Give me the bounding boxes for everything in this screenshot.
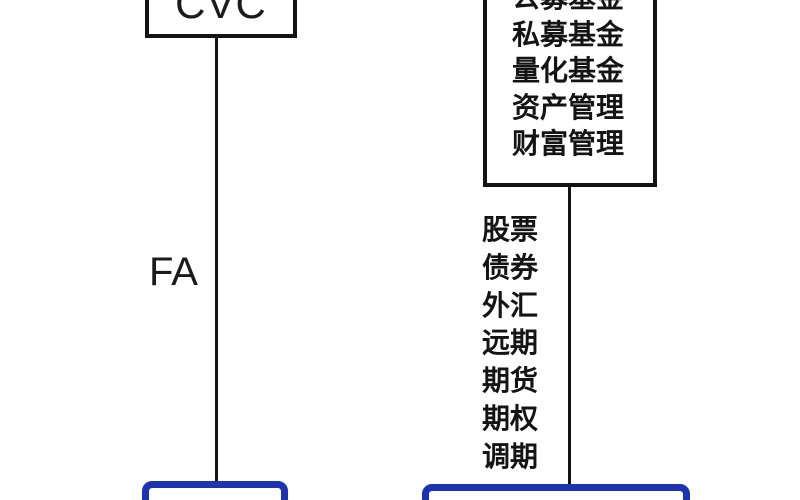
service-item-quant-funds: 量化基金 bbox=[511, 55, 624, 87]
services-list: 公募基金 私募基金 量化基金 资产管理 财富管理 bbox=[487, 0, 653, 163]
service-item-asset-management: 资产管理 bbox=[511, 91, 624, 123]
services-node-box: 公募基金 私募基金 量化基金 资产管理 财富管理 bbox=[483, 0, 657, 187]
instrument-item-swaps: 调期 bbox=[482, 440, 539, 472]
service-item-private-funds: 私募基金 bbox=[511, 18, 624, 50]
cvc-node-box: CVC bbox=[145, 0, 297, 38]
bottom-left-result-box bbox=[142, 481, 288, 500]
instrument-item-forex: 外汇 bbox=[482, 289, 539, 321]
instrument-item-options: 期权 bbox=[482, 402, 539, 434]
right-connector-line bbox=[568, 187, 571, 485]
instruments-list: 股票 债券 外汇 远期 期货 期权 调期 bbox=[482, 211, 538, 476]
left-connector-line bbox=[215, 36, 218, 483]
bottom-right-result-box bbox=[422, 484, 690, 500]
instrument-item-stocks: 股票 bbox=[482, 214, 539, 245]
service-item-public-funds: 公募基金 bbox=[489, 0, 647, 17]
instrument-item-futures: 期货 bbox=[482, 365, 539, 397]
cvc-node-label: CVC bbox=[175, 0, 267, 27]
service-item-wealth-management: 财富管理 bbox=[511, 128, 624, 160]
instrument-item-bonds: 债券 bbox=[482, 251, 539, 283]
fa-edge-label: FA bbox=[149, 250, 198, 294]
instrument-item-forwards: 远期 bbox=[482, 327, 539, 359]
